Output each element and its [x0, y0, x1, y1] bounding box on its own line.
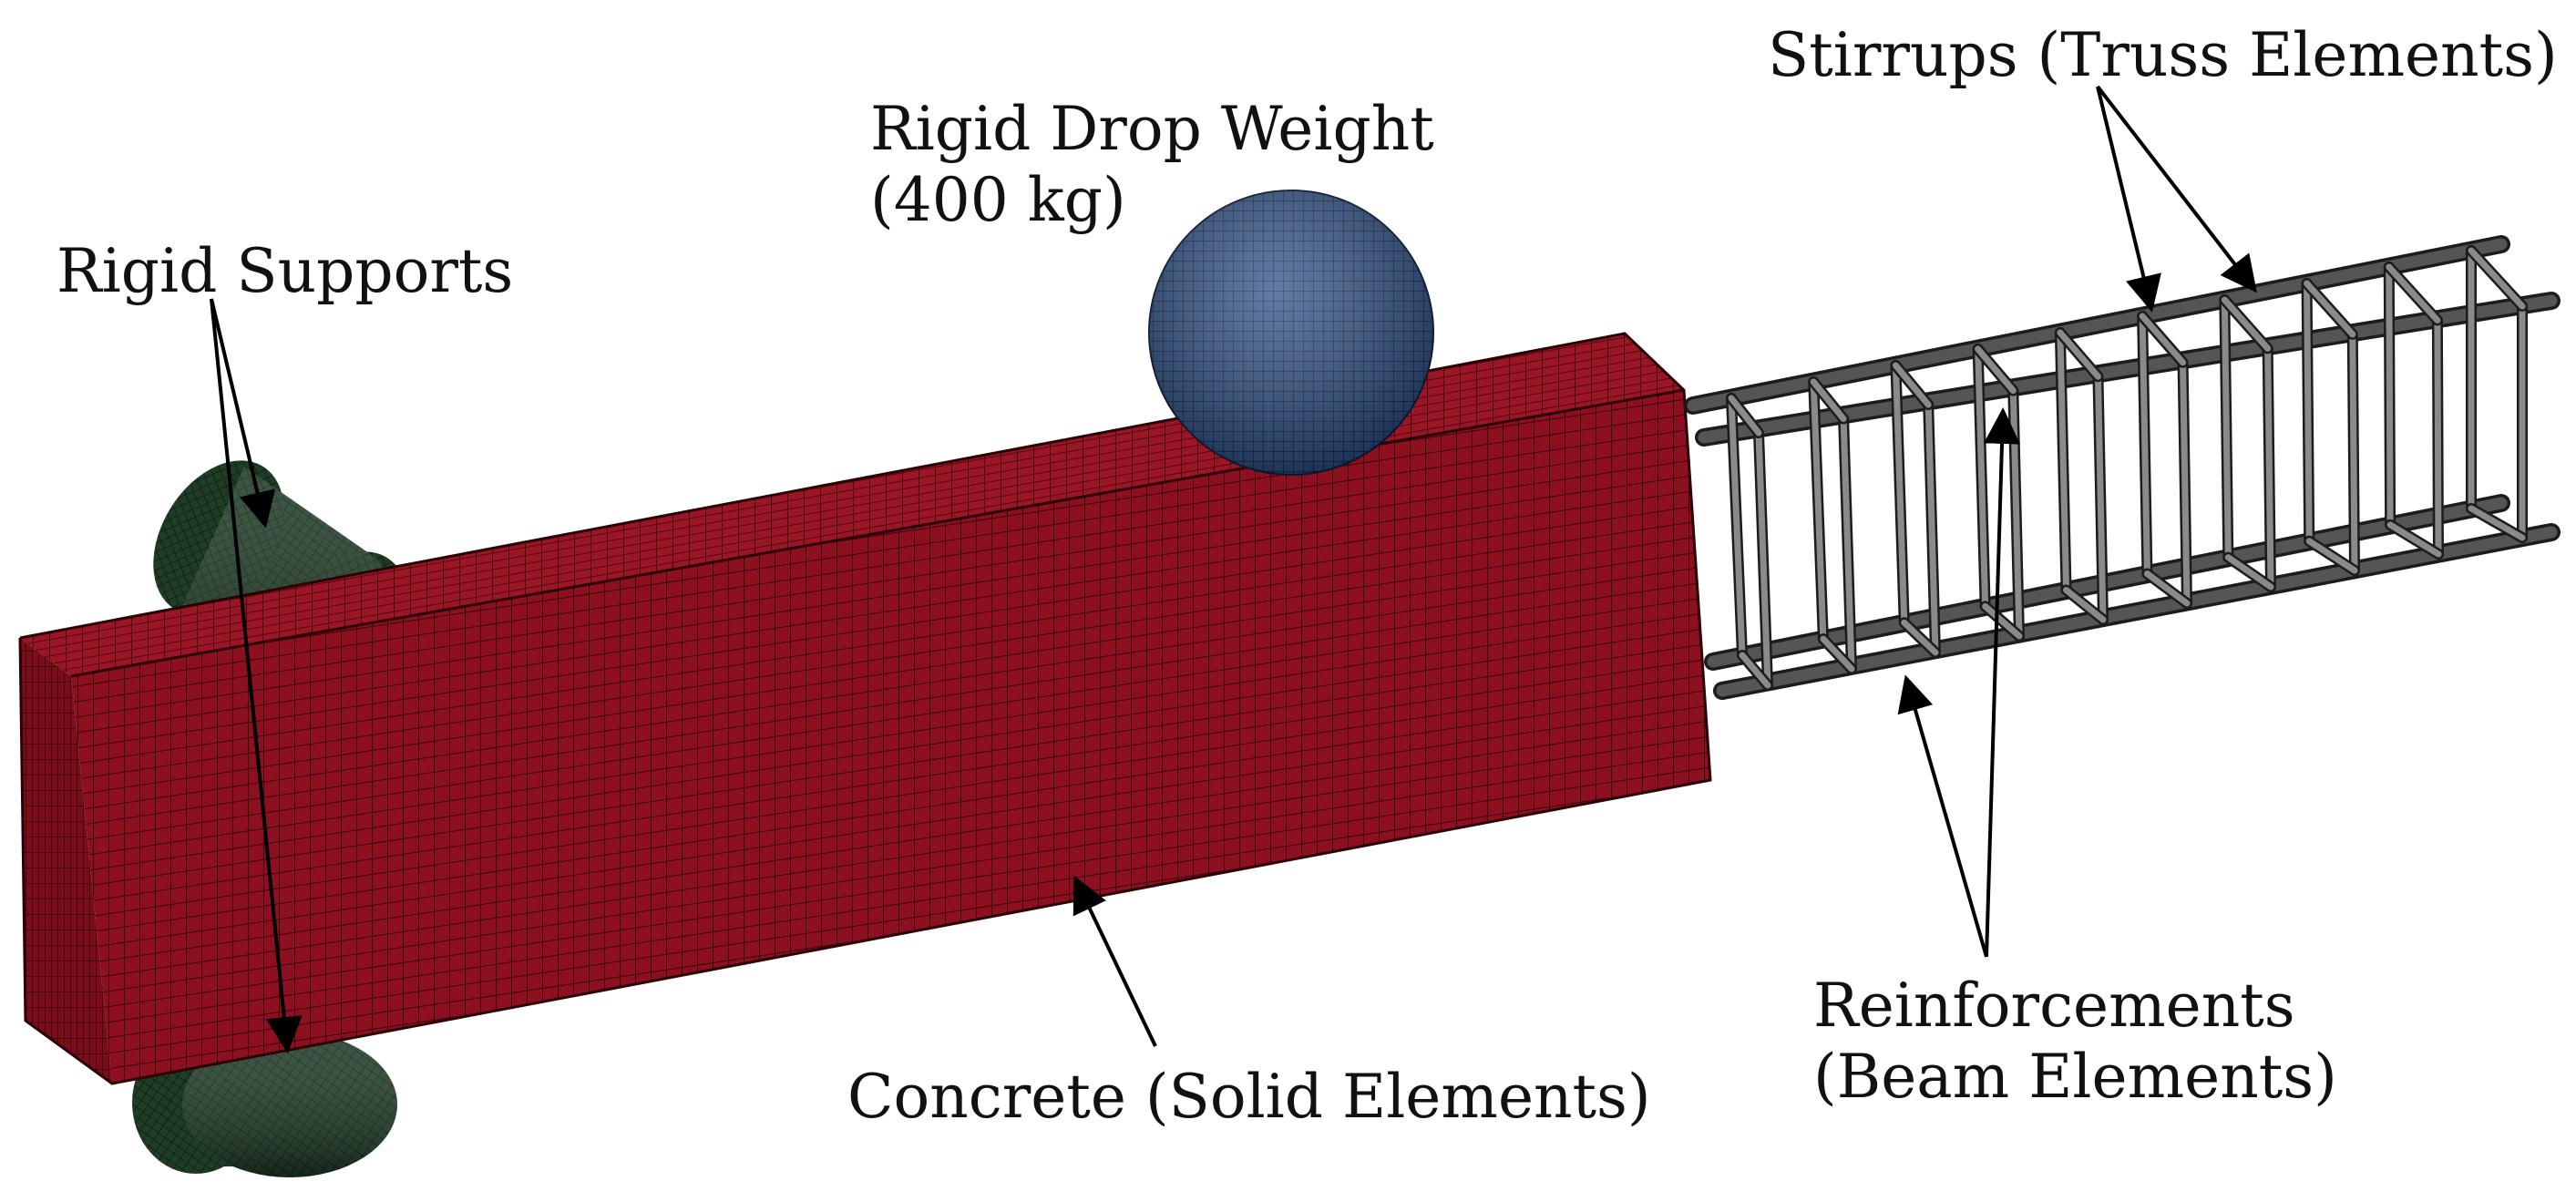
stirrup: [2180, 359, 2191, 607]
arrow-stirrup-2: [2096, 85, 2257, 293]
arrow-support-bottom: [210, 298, 303, 1053]
stirrup: [1892, 362, 1908, 626]
label-drop-weight-line2: (400 kg): [870, 164, 1126, 235]
stirrup: [2221, 296, 2272, 352]
stirrup: [2063, 586, 2107, 623]
stirrup: [1728, 395, 1746, 659]
arrow-support-top: [210, 298, 276, 529]
label-reinforcements-line1: Reinforcements: [1813, 971, 2295, 1041]
stirrup: [2139, 313, 2187, 366]
reinforcement-cage: [1684, 235, 2561, 700]
label-stirrups: Stirrups (Truss Elements): [1768, 20, 2558, 90]
stirrup: [2057, 329, 2070, 593]
concrete-beam: [18, 332, 1712, 1085]
arrow-reinf-1: [1897, 674, 1988, 958]
stirrup: [2224, 554, 2274, 591]
stirrup: [1892, 362, 1932, 408]
stirrup: [2143, 570, 2191, 607]
stirrup: [2386, 263, 2394, 529]
longitudinal-rebar: [1716, 526, 2558, 697]
label-drop-weight-line1: Rigid Drop Weight: [870, 94, 1434, 164]
longitudinal-rebar: [1687, 238, 2508, 412]
stirrup: [2386, 263, 2441, 324]
rigid-drop-weight-sphere: [1148, 190, 1434, 476]
stirrup: [2264, 344, 2274, 591]
stirrup: [1810, 378, 1827, 642]
stirrup: [1810, 378, 1847, 423]
label-rigid-supports: Rigid Supports: [56, 236, 514, 306]
arrow-reinf-2: [1984, 407, 2021, 958]
stirrup: [2094, 373, 2107, 623]
label-reinforcements-line2: (Beam Elements): [1813, 1041, 2337, 1112]
stirrup: [1901, 619, 1939, 656]
arrow-stirrup-1: [2096, 86, 2161, 313]
stirrup: [2057, 329, 2101, 380]
stirrup: [1975, 345, 2017, 395]
stirrup: [1924, 401, 1939, 656]
stirrup: [1728, 395, 1762, 437]
stirrup: [2304, 280, 2313, 545]
stirrup: [2139, 313, 2150, 578]
stirrup: [2305, 538, 2358, 574]
stirrup: [1975, 345, 1989, 610]
annotation-arrows: [210, 85, 2257, 1053]
stirrup: [2468, 505, 2526, 541]
stirrup: [2468, 247, 2526, 310]
stirrup: [1739, 652, 1771, 689]
label-rigid-drop-weight: Rigid Drop Weight (400 kg): [870, 94, 1434, 236]
stirrup: [1755, 429, 1771, 689]
label-concrete: Concrete (Solid Elements): [847, 1062, 1651, 1132]
stirrup: [2304, 280, 2356, 338]
label-reinforcements: Reinforcements (Beam Elements): [1813, 971, 2337, 1113]
stirrup: [2221, 296, 2232, 561]
stirrup: [2349, 331, 2358, 574]
stirrup: [2434, 316, 2442, 558]
stirrup: [1982, 602, 2023, 640]
stirrup: [1820, 635, 1855, 673]
stirrup: [1840, 416, 1855, 673]
stirrup: [2386, 521, 2442, 558]
arrow-concrete: [1072, 875, 1157, 1047]
